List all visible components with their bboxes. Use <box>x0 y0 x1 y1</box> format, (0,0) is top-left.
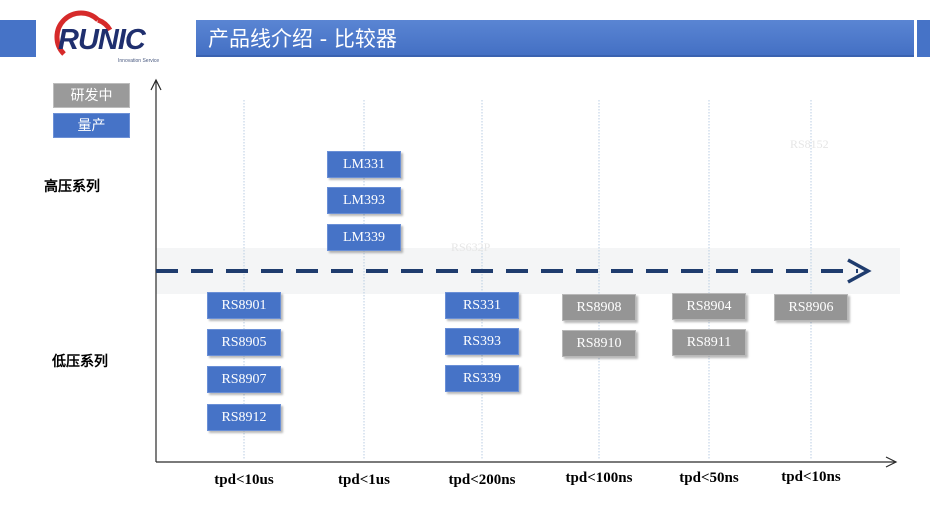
chip-rs339: RS339 <box>445 365 519 392</box>
logo-arc-icon <box>54 10 113 56</box>
y-axis-arrow-icon <box>150 78 162 91</box>
logo-tagline: Innovation Service <box>118 58 160 64</box>
chip-rs8907: RS8907 <box>207 366 281 393</box>
chip-rs393: RS393 <box>445 328 519 355</box>
legend-in-development: 研发中 <box>53 83 130 108</box>
chip-lm331: LM331 <box>327 151 401 178</box>
column-label-4: tpd<50ns <box>679 470 739 486</box>
divider-arrow-icon <box>847 258 872 284</box>
header-accent-right <box>917 20 930 57</box>
chip-lm339: LM339 <box>327 224 401 251</box>
low-voltage-series-label: 低压系列 <box>52 354 108 370</box>
runic-logo: RUNIC Innovation Service <box>52 10 182 66</box>
x-axis-arrow-icon <box>885 456 898 468</box>
chip-rs8912: RS8912 <box>207 404 281 431</box>
chip-lm393: LM393 <box>327 187 401 214</box>
column-gridlines <box>243 100 812 460</box>
chip-rs8910: RS8910 <box>562 330 636 357</box>
chip-rs8905: RS8905 <box>207 329 281 356</box>
chip-rs8904: RS8904 <box>672 293 746 320</box>
title-bar: 产品线介绍 - 比较器 <box>196 20 914 57</box>
column-label-5: tpd<10ns <box>781 469 841 485</box>
header-accent-left <box>0 20 36 57</box>
high-voltage-series-label: 高压系列 <box>44 179 100 195</box>
chip-rs8911: RS8911 <box>672 329 746 356</box>
column-label-3: tpd<100ns <box>565 470 633 486</box>
faint-label-rs8152: RS8152 <box>790 137 829 151</box>
chip-rs331: RS331 <box>445 292 519 319</box>
page-title: 产品线介绍 - 比较器 <box>208 27 397 51</box>
chip-rs8901: RS8901 <box>207 292 281 319</box>
column-label-1: tpd<1us <box>338 472 390 488</box>
legend-mass-production: 量产 <box>53 113 130 138</box>
column-label-0: tpd<10us <box>214 472 274 488</box>
faint-label-rs632p: RS632P <box>451 240 491 254</box>
chip-rs8906: RS8906 <box>774 294 848 321</box>
column-label-2: tpd<200ns <box>448 472 516 488</box>
logo-wordmark: RUNIC <box>58 24 146 56</box>
chip-rs8908: RS8908 <box>562 294 636 321</box>
